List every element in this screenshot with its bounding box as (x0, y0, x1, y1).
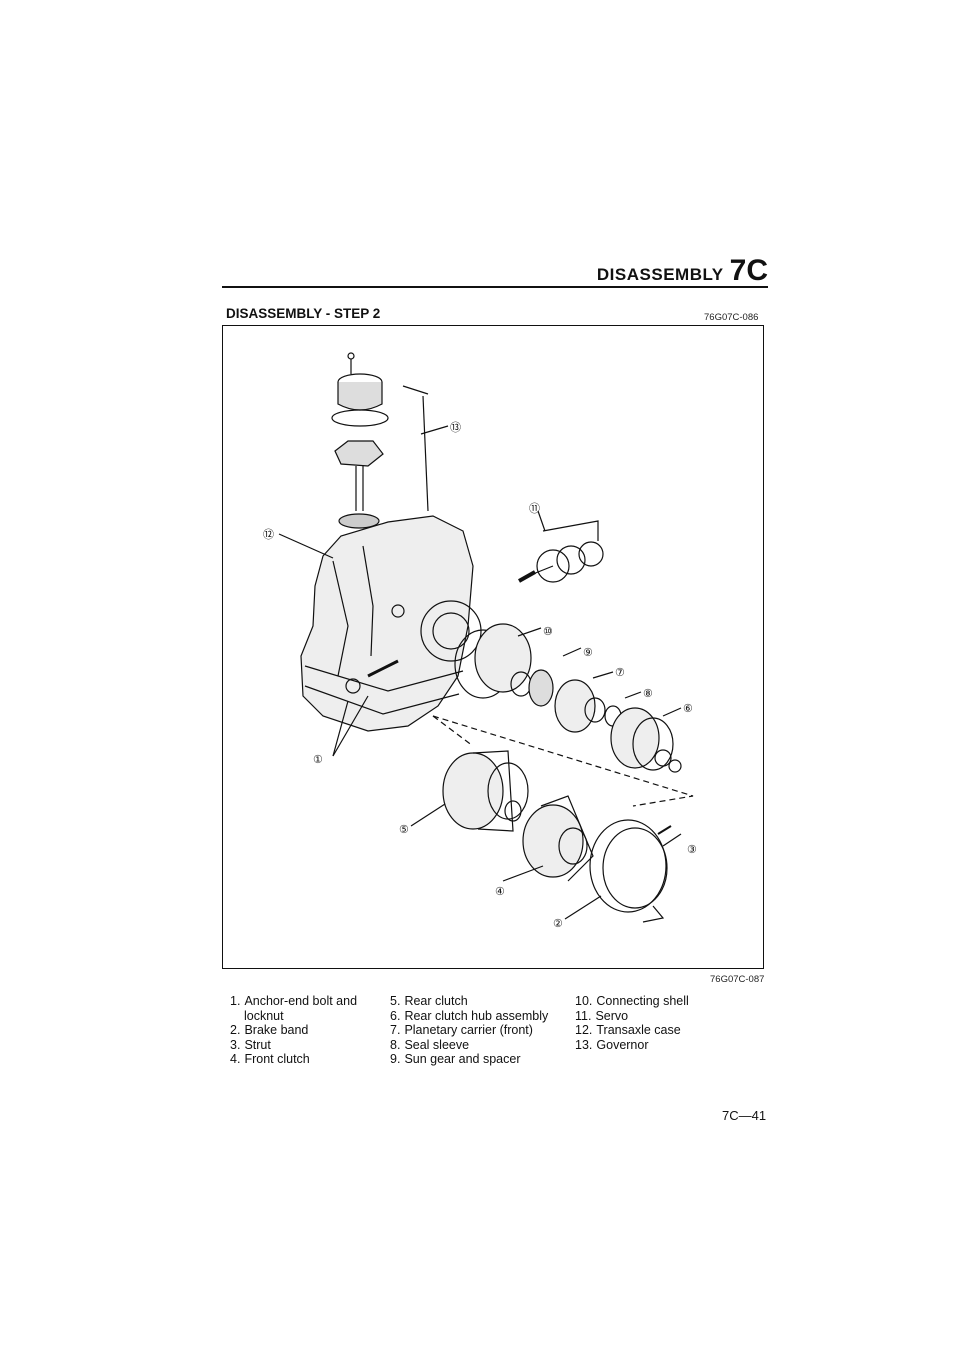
section-header: DISASSEMBLY 7C (560, 254, 768, 288)
legend-item: 13.Governor (575, 1038, 689, 1053)
callout-4: ④ (495, 886, 505, 898)
callout-13: ⑬ (450, 421, 461, 434)
callout-7: ⑦ (615, 667, 625, 679)
legend-item: 2.Brake band (230, 1023, 357, 1038)
legend-text: Transaxle case (596, 1023, 681, 1038)
legend-number: 7. (390, 1023, 401, 1038)
header-rule (222, 286, 768, 288)
legend-item: 12.Transaxle case (575, 1023, 689, 1038)
legend-number: 10. (575, 994, 593, 1008)
legend-number: 9. (390, 1052, 401, 1067)
legend-text: Seal sleeve (404, 1037, 470, 1052)
figure-code-top: 76G07C-086 (704, 312, 759, 323)
transaxle-case-drawing (278, 352, 694, 923)
legend-text: Rear clutch (404, 994, 468, 1008)
legend-text: Rear clutch hub assembly (404, 1008, 549, 1023)
legend-item: 9.Sun gear and spacer (390, 1052, 548, 1067)
legend-text: locknut (244, 1008, 284, 1023)
callout-5: ⑤ (399, 824, 409, 836)
callout-1: ① (313, 754, 323, 766)
callout-8: ⑧ (643, 688, 653, 700)
legend-item: 11.Servo (575, 1009, 689, 1024)
callout-9: ⑨ (583, 647, 593, 659)
legend-item: 7.Planetary carrier (front) (390, 1023, 548, 1038)
legend-text: Anchor-end bolt and (244, 994, 358, 1008)
legend-text: Governor (596, 1037, 649, 1052)
legend-text: Sun gear and spacer (404, 1052, 521, 1067)
legend-item-continuation: locknut (230, 1009, 357, 1024)
legend-item: 1.Anchor-end bolt and (230, 994, 357, 1009)
legend-item: 8.Seal sleeve (390, 1038, 548, 1053)
legend-number: 11. (575, 1008, 592, 1023)
legend-number: 5. (390, 994, 401, 1008)
legend-number: 2. (230, 1023, 241, 1038)
page-number: 7C—41 (722, 1108, 767, 1123)
legend-item: 10.Connecting shell (575, 994, 689, 1009)
exploded-view-drawing: ① ② ③ ④ ⑤ ⑥ ⑦ ⑧ ⑨ ⑩ ⑪ ⑫ ⑬ (263, 352, 697, 930)
legend-number: 8. (390, 1037, 401, 1052)
figure-code-bottom: 76G07C-087 (710, 974, 765, 985)
legend-item: 4.Front clutch (230, 1052, 357, 1067)
legend-column-1: 1.Anchor-end bolt and locknut 2.Brake ba… (230, 994, 357, 1067)
legend-number: 4. (230, 1052, 241, 1067)
callout-labels: ① ② ③ ④ ⑤ ⑥ ⑦ ⑧ ⑨ ⑩ ⑪ ⑫ ⑬ (263, 421, 697, 930)
section-code: 7C (729, 254, 768, 287)
legend-number: 12. (575, 1023, 593, 1038)
page-title: DISASSEMBLY - STEP 2 (226, 306, 381, 321)
legend-column-2: 5.Rear clutch 6.Rear clutch hub assembly… (390, 994, 548, 1067)
callout-6: ⑥ (683, 703, 693, 715)
legend-text: Brake band (244, 1023, 309, 1038)
legend-text: Strut (244, 1037, 271, 1052)
legend-number: 1. (230, 994, 241, 1008)
legend-text: Front clutch (244, 1052, 310, 1067)
callout-3: ③ (687, 844, 697, 856)
callout-12: ⑫ (263, 528, 274, 541)
legend-number: 3. (230, 1037, 241, 1052)
legend-item: 5.Rear clutch (390, 994, 548, 1009)
legend-column-3: 10.Connecting shell 11.Servo 12.Transaxl… (575, 994, 689, 1052)
exploded-view-figure: ① ② ③ ④ ⑤ ⑥ ⑦ ⑧ ⑨ ⑩ ⑪ ⑫ ⑬ (222, 325, 764, 969)
legend-text: Planetary carrier (front) (404, 1023, 533, 1038)
legend-number: 13. (575, 1037, 593, 1052)
legend-text: Servo (595, 1008, 629, 1023)
callout-10: ⑩ (543, 626, 553, 638)
legend-number: 6. (390, 1008, 401, 1023)
legend-item: 6.Rear clutch hub assembly (390, 1009, 548, 1024)
section-word: DISASSEMBLY (596, 265, 724, 284)
callout-2: ② (553, 918, 563, 930)
legend-item: 3.Strut (230, 1038, 357, 1053)
callout-11: ⑪ (529, 502, 540, 515)
legend-text: Connecting shell (596, 994, 689, 1008)
